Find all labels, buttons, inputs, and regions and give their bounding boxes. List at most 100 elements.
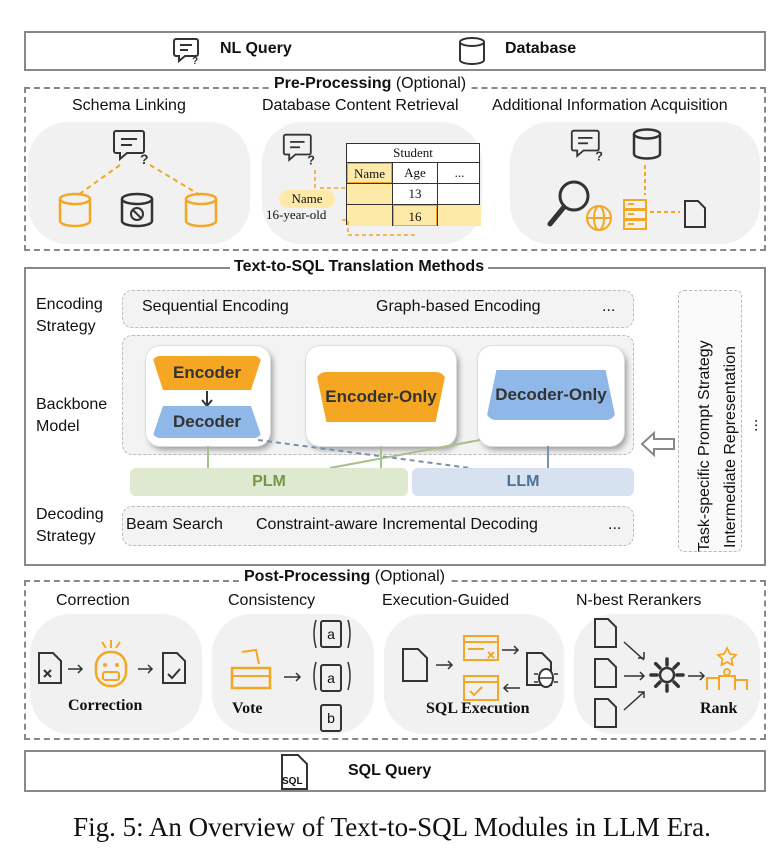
decoding-label-1: Decoding — [36, 506, 104, 523]
frustrated-face-icon — [94, 640, 128, 688]
nbest-doc-2 — [594, 658, 617, 688]
output-box — [24, 750, 766, 792]
encoder-only-shape: Encoder-Only — [316, 372, 446, 422]
side-item-prompt: Task-specific Prompt Strategy — [696, 340, 713, 552]
database-icon — [459, 37, 485, 65]
correction-caption: Correction — [68, 697, 143, 714]
rank-arrow-icon — [688, 671, 706, 681]
decoding-item-constraint: Constraint-aware Incremental Decoding — [256, 516, 538, 533]
gear-icon — [649, 657, 685, 693]
vote-caption: Vote — [232, 700, 263, 717]
table-header-age: Age — [393, 163, 438, 183]
nbest-doc-1 — [594, 618, 617, 648]
bug-icon — [526, 652, 558, 688]
rank-caption: Rank — [700, 700, 738, 717]
error-window-icon — [463, 635, 499, 661]
vote-doc-a1: a — [320, 620, 342, 648]
decoding-label-2: Strategy — [36, 528, 96, 545]
decoding-item-beam: Beam Search — [126, 516, 223, 533]
student-table-title: Student — [347, 144, 479, 163]
plm-bar: PLM — [130, 468, 408, 496]
database-label: Database — [505, 40, 577, 57]
decoding-item-more: ... — [608, 516, 622, 533]
arrow-right-icon — [68, 664, 84, 674]
nl-query-label: NL Query — [220, 40, 292, 57]
podium-icon — [706, 645, 748, 690]
translation-title: Text-to-SQL Translation Methods — [230, 258, 489, 276]
backbone-label-2: Model — [36, 418, 80, 435]
age-tag: 16-year-old — [266, 207, 327, 222]
svg-text:?: ? — [140, 151, 149, 167]
vote-arrow-icon — [284, 672, 302, 682]
name-tag: Name — [279, 190, 335, 208]
side-strip — [678, 290, 742, 552]
postprocessing-title: Post-Processing (Optional) — [240, 568, 449, 586]
schema-linking-title: Schema Linking — [72, 97, 186, 114]
exec-doc-icon — [402, 648, 428, 682]
svg-text:?: ? — [595, 149, 603, 163]
server-icon — [623, 199, 647, 230]
svg-text:?: ? — [192, 56, 198, 67]
ok-window-icon — [463, 675, 499, 701]
ballot-box-icon — [230, 648, 272, 690]
encoding-strip — [122, 290, 634, 328]
preprocessing-title: Pre-Processing (Optional) — [270, 75, 471, 93]
svg-text:?: ? — [307, 153, 315, 167]
table-rule-2 — [347, 204, 479, 205]
nbest-arrows — [623, 641, 646, 711]
sql-file-icon — [281, 754, 308, 790]
sql-query-label: SQL Query — [348, 762, 432, 779]
vote-brackets — [313, 619, 351, 691]
preprocessing-title-text: Pre-Processing — [274, 75, 392, 92]
schema-db-right-icon — [184, 192, 218, 228]
encoding-item-sequential: Sequential Encoding — [142, 298, 289, 315]
document-icon — [684, 200, 706, 228]
sql-exec-caption: SQL Execution — [426, 700, 530, 717]
sql-file-icon-text: SQL — [282, 776, 303, 787]
table-name-col — [347, 163, 393, 226]
student-table: Student Name Age ... 13 16 — [346, 143, 481, 226]
exec-back-arrows — [502, 645, 520, 693]
encoding-item-more: ... — [602, 298, 616, 315]
side-item-ir: Intermediate Representation — [722, 346, 739, 548]
addinfo-db-icon — [632, 128, 662, 160]
table-header-more: ... — [454, 165, 465, 180]
table-header-name: Name — [347, 163, 392, 183]
left-arrow-icon — [640, 430, 675, 458]
exec-arrow-icon — [436, 660, 454, 670]
table-cell-age-2: 16 — [393, 205, 437, 226]
preprocessing-optional: (Optional) — [395, 75, 467, 92]
postprocessing-title-text: Post-Processing — [244, 568, 371, 585]
encoding-label-1: Encoding — [36, 296, 103, 313]
db-content-retrieval-title: Database Content Retrieval — [262, 97, 459, 114]
nbest-title: N-best Rerankers — [576, 592, 702, 609]
globe-icon — [586, 205, 612, 231]
nl-query-icon: ? — [173, 38, 199, 67]
schema-question-icon: ? — [113, 130, 149, 167]
correct-doc-icon — [162, 652, 186, 684]
magnifier-icon — [547, 180, 590, 227]
side-item-more: ... — [744, 418, 761, 432]
encoding-label-2: Strategy — [36, 318, 96, 335]
table-cell-age-1: 13 — [393, 184, 438, 204]
nbest-doc-3 — [594, 698, 617, 728]
vote-doc-b: b — [320, 704, 342, 732]
encoder-shape: Encoder — [152, 356, 262, 390]
retrieval-question-icon: ? — [282, 133, 315, 167]
wrong-doc-icon — [38, 652, 62, 684]
execution-guided-title: Execution-Guided — [382, 592, 510, 609]
correction-title: Correction — [56, 592, 130, 609]
backbone-label-1: Backbone — [36, 396, 108, 413]
consistency-panel — [212, 614, 374, 734]
correction-panel — [30, 614, 202, 734]
decoder-only-shape: Decoder-Only — [486, 370, 616, 420]
schema-db-blocked-icon — [120, 192, 154, 228]
consistency-title: Consistency — [228, 592, 316, 609]
addinfo-links — [644, 165, 680, 213]
figure-caption: Fig. 5: An Overview of Text-to-SQL Modul… — [73, 812, 711, 842]
decoding-strip — [122, 506, 634, 546]
table-rule-1 — [347, 183, 479, 184]
postprocessing-optional: (Optional) — [374, 568, 445, 585]
encoding-item-graph: Graph-based Encoding — [376, 298, 541, 315]
